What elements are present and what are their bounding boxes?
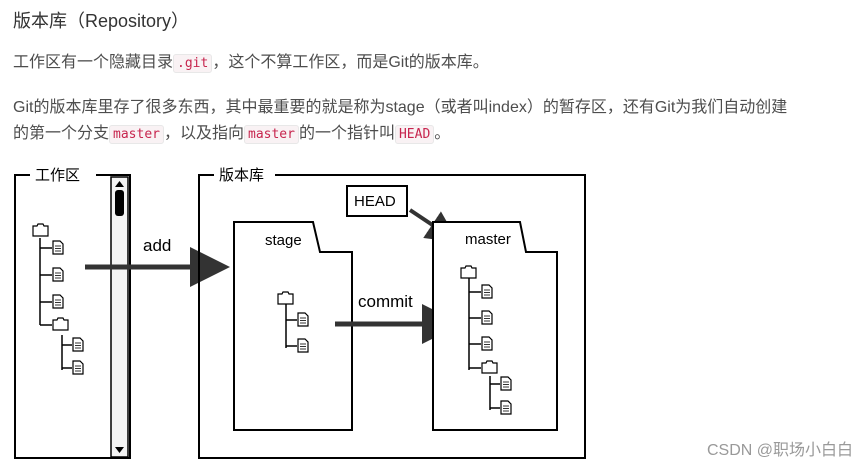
- add-label: add: [143, 236, 171, 255]
- para1-text: 工作区有一个隐藏目录: [13, 54, 174, 71]
- file-icon: [72, 337, 84, 352]
- para2-text-b: ，以及指向: [163, 125, 244, 142]
- master-branch: master: [432, 221, 558, 431]
- workspace-frame: 工作区: [14, 167, 131, 459]
- git-repository-diagram: 工作区 add 版本库: [14, 167, 586, 459]
- folder-icon: [460, 265, 477, 279]
- folder-icon: [32, 223, 49, 237]
- stage-label: stage: [265, 232, 302, 249]
- scroll-down-icon[interactable]: [115, 447, 124, 453]
- para1-text-end: ，这个不算工作区，而是Git的版本库。: [212, 54, 489, 71]
- scroll-thumb[interactable]: [115, 190, 124, 216]
- intro-paragraph: 工作区有一个隐藏目录.git，这个不算工作区，而是Git的版本库。: [13, 50, 489, 77]
- master-code: master: [109, 125, 164, 144]
- file-icon: [52, 240, 64, 255]
- file-icon: [481, 336, 493, 351]
- repository-label: 版本库: [219, 167, 264, 184]
- folder-icon: [481, 360, 498, 374]
- folder-icon: [52, 317, 69, 331]
- scroll-up-icon[interactable]: [115, 181, 124, 187]
- section-heading: 版本库（Repository）: [13, 11, 190, 31]
- para2-text-a: 的第一个分支: [13, 125, 110, 142]
- file-icon: [52, 294, 64, 309]
- git-dir-code: .git: [173, 54, 213, 73]
- commit-label: commit: [358, 292, 413, 311]
- head-label: HEAD: [354, 193, 396, 210]
- add-arrow: add: [85, 236, 230, 287]
- file-icon: [52, 267, 64, 282]
- para2-text-d: 。: [434, 125, 451, 142]
- file-icon: [481, 310, 493, 325]
- workspace-label: 工作区: [35, 167, 80, 184]
- file-icon: [297, 312, 309, 327]
- watermark: CSDN @职场小白白: [706, 442, 853, 459]
- stage-area: stage: [233, 221, 353, 431]
- master-code-2: master: [244, 125, 299, 144]
- para2-text-c: 的一个指针叫: [298, 125, 395, 142]
- file-icon: [500, 376, 512, 391]
- file-icon: [297, 338, 309, 353]
- file-icon: [500, 400, 512, 415]
- master-label: master: [465, 231, 511, 248]
- workspace-file-tree: [39, 238, 72, 370]
- file-icon: [481, 284, 493, 299]
- repo-paragraph-line1: Git的版本库里存了很多东西，其中最重要的就是称为stage（或者叫index）…: [13, 99, 788, 116]
- file-icon: [72, 360, 84, 375]
- head-code: HEAD: [394, 125, 435, 144]
- folder-icon: [277, 291, 294, 305]
- head-pointer: HEAD: [346, 185, 459, 243]
- workspace-scrollbar[interactable]: [110, 176, 129, 458]
- repository-frame: 版本库: [198, 167, 586, 459]
